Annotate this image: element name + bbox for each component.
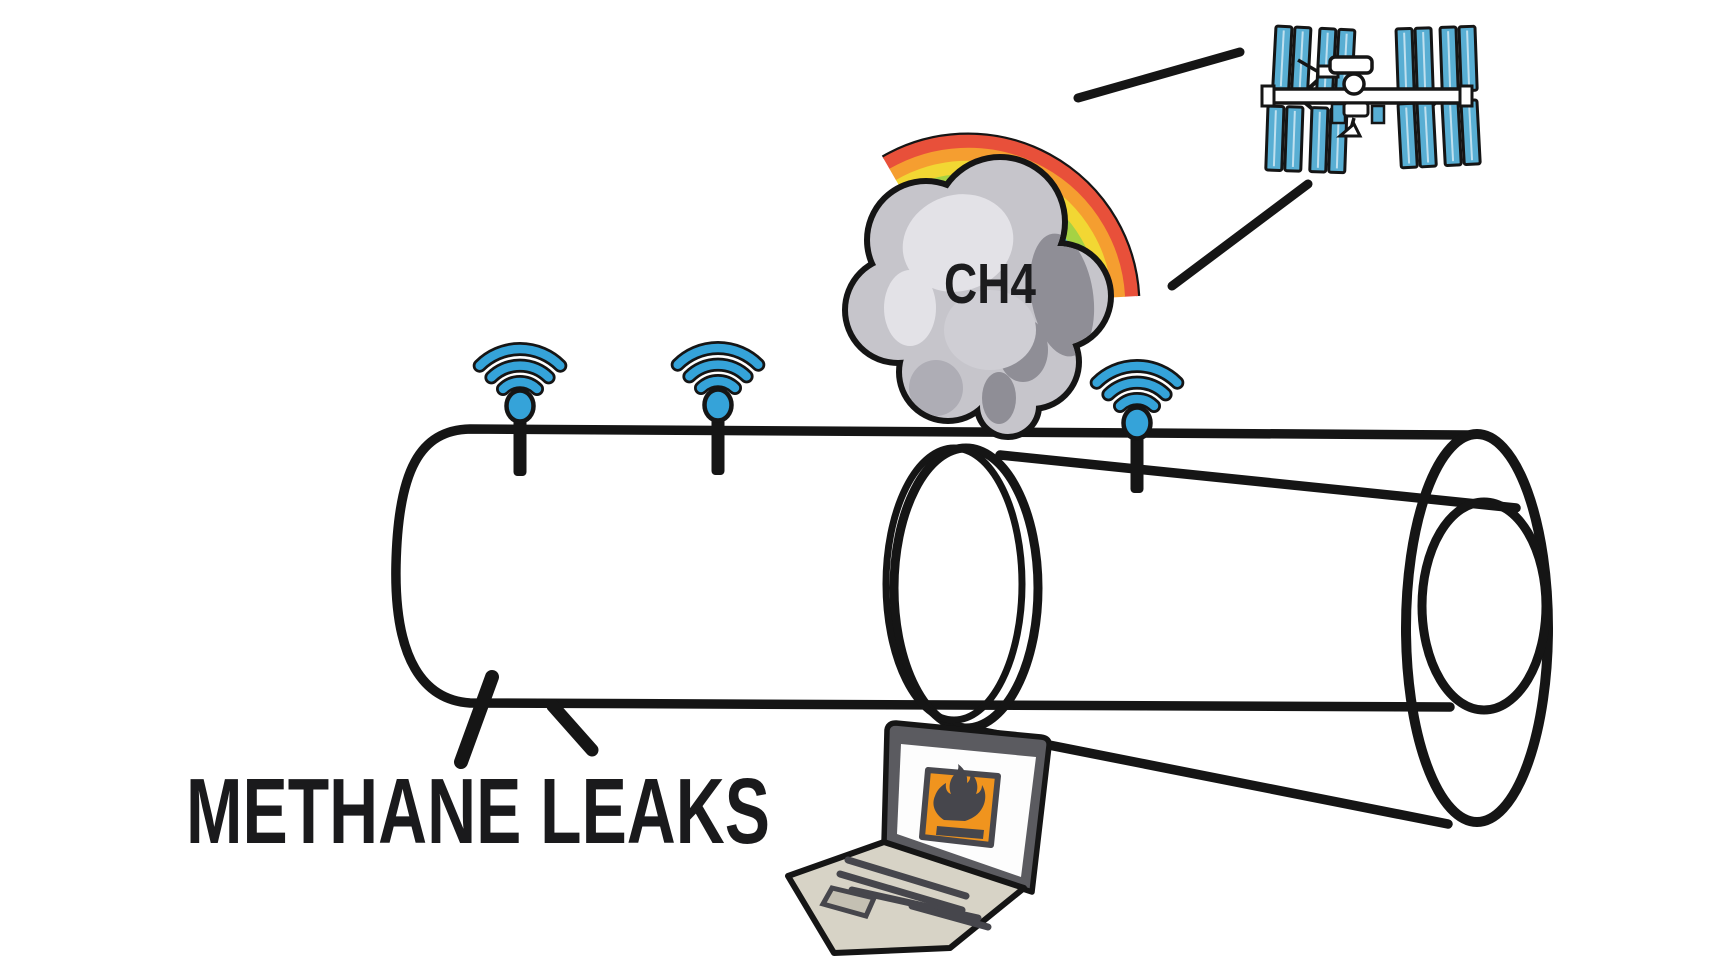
flammable-warning-icon xyxy=(919,764,1001,848)
large-pipe-top-edge xyxy=(995,450,1521,513)
rainbow-band-red xyxy=(882,134,1139,297)
leak-mark-1 xyxy=(454,670,499,769)
iss-satellite-icon xyxy=(1260,24,1482,175)
gas-cloud: CH4 xyxy=(848,160,1108,434)
large-pipe-near-rim xyxy=(889,443,1043,733)
iss-modules xyxy=(1297,55,1386,138)
cloud-shading xyxy=(884,194,1095,424)
solar-array-bottom-right xyxy=(1396,98,1482,170)
laptop-base xyxy=(785,839,1027,956)
small-pipe xyxy=(391,424,1473,712)
signal-line-upper xyxy=(1073,47,1245,103)
keyboard-keys xyxy=(836,856,992,931)
leak-mark-2 xyxy=(546,699,599,757)
methane-sensor-wifi-icon-2 xyxy=(678,348,759,475)
iss-truss xyxy=(1268,87,1466,105)
signal-line-lower xyxy=(1167,179,1313,291)
flame-icon xyxy=(933,764,986,821)
methane-sensor-wifi-icon-1 xyxy=(480,349,561,476)
trackpad xyxy=(819,885,878,919)
large-pipe-opening xyxy=(1417,497,1551,715)
gas-cloud-label: CH4 xyxy=(944,252,1036,316)
laptop xyxy=(785,720,1052,956)
caption-methane-leaks: METHANE LEAKS xyxy=(186,759,770,863)
solar-array-top-right xyxy=(1394,24,1479,95)
